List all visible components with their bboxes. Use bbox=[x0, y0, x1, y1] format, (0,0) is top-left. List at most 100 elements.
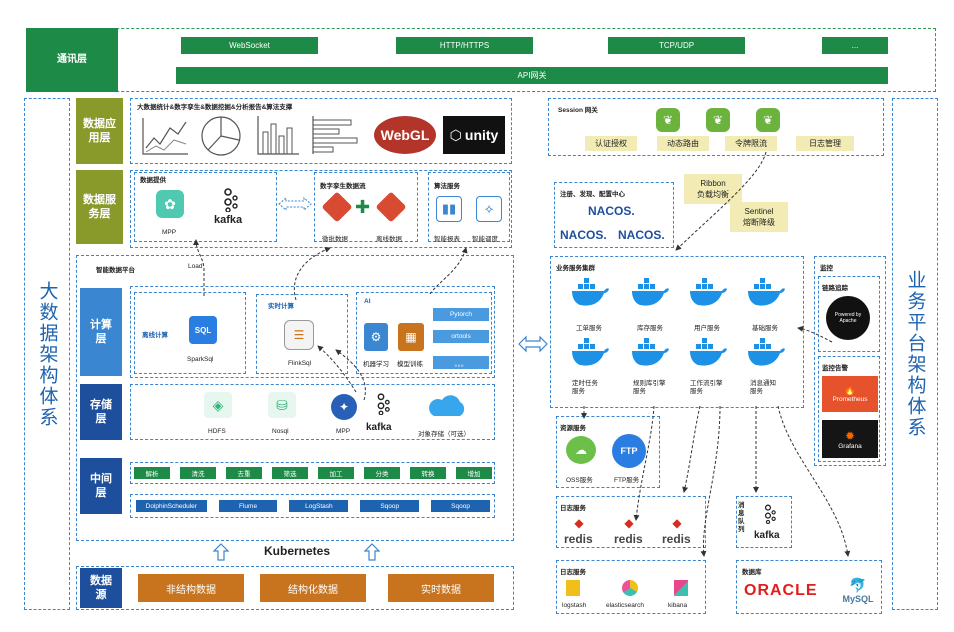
mq-kafka-icon bbox=[764, 504, 776, 524]
sentinel-title: Sentinel bbox=[744, 207, 774, 216]
nacos-logo-2: NACOS. bbox=[560, 228, 607, 242]
redis-label-2: redis bbox=[614, 532, 643, 546]
session-log: 日志管理 bbox=[796, 136, 854, 151]
storage-item-kafka: kafka bbox=[366, 422, 392, 433]
spring-icon: ❦ bbox=[756, 108, 780, 132]
middleware-tools-box bbox=[130, 494, 495, 518]
registry-box bbox=[554, 182, 674, 248]
ribbon-title: Ribbon bbox=[700, 179, 726, 188]
mq-title: 消息队列 bbox=[738, 502, 745, 533]
tool-chip: DolphinScheduler bbox=[136, 500, 207, 512]
ai-lib-pytorch: Pytorch bbox=[433, 308, 489, 321]
model-train-icon: ▦ bbox=[398, 323, 424, 351]
twin-item-1: 微批数据 bbox=[322, 236, 348, 243]
left-title: 大数据架构体系 bbox=[36, 280, 58, 428]
ml-icon: ⚙ bbox=[364, 323, 388, 351]
resource-oss: OSS服务 bbox=[566, 477, 593, 484]
elk-elasticsearch: elasticsearch bbox=[606, 602, 644, 609]
offline-box bbox=[134, 292, 246, 374]
grafana-logo: ✹ Grafana bbox=[822, 420, 878, 458]
up-arrow-icon bbox=[364, 543, 380, 561]
storage-item-object: 对象存储（可选） bbox=[418, 431, 470, 438]
cloud-icon bbox=[426, 394, 468, 418]
elasticsearch-icon bbox=[622, 580, 638, 596]
ai-lib-ortools: ortools bbox=[433, 330, 489, 343]
load-label: Load bbox=[188, 263, 203, 270]
prometheus-logo: 🔥 Prometheus bbox=[822, 376, 878, 412]
data-service-label: 数据服务层 bbox=[76, 170, 123, 244]
datasource-box bbox=[76, 566, 514, 610]
op-chip: 去重 bbox=[226, 467, 262, 479]
middleware-label: 中间层 bbox=[80, 458, 122, 514]
middleware-tools-row: DolphinScheduler Flume LogStash Sqoop Sq… bbox=[136, 500, 490, 512]
docker-icon bbox=[690, 278, 727, 306]
protocol-http: HTTP/HTTPS bbox=[396, 37, 533, 54]
ribbon-desc: 负载均衡 bbox=[697, 190, 729, 199]
flinksql-label: FlinkSql bbox=[288, 360, 312, 367]
twin-item-2: 离线数据 bbox=[376, 236, 402, 243]
algo-item-1: 智能报表 bbox=[434, 236, 460, 243]
op-chip: 清洗 bbox=[180, 467, 216, 479]
unity-logo-text: unity bbox=[464, 127, 499, 143]
svc-row2-3: 消息通知服务 bbox=[750, 380, 776, 395]
tool-chip: Sqoop bbox=[431, 500, 490, 512]
data-app-box bbox=[130, 98, 512, 164]
kafka-icon bbox=[224, 188, 238, 212]
ftp-icon-text: FTP bbox=[620, 446, 638, 456]
storage-mpp-icon: ✦ bbox=[331, 394, 357, 420]
line-chart-icon bbox=[142, 118, 188, 155]
datasource-structured: 结构化数据 bbox=[260, 574, 366, 602]
mysql-logo: 🐬 MySQL bbox=[842, 576, 874, 604]
ai-box bbox=[356, 292, 492, 374]
svc-row1-1: 库存服务 bbox=[637, 325, 663, 332]
comm-layer-label: 通讯层 bbox=[26, 28, 118, 92]
middleware-ops-box bbox=[130, 462, 495, 484]
svc-row2-1: 规则库引擎服务 bbox=[633, 380, 666, 395]
kibana-icon bbox=[674, 580, 688, 596]
mysql-text: MySQL bbox=[842, 593, 874, 604]
monitor-title: 监控 bbox=[820, 265, 833, 272]
docker-icon bbox=[748, 278, 785, 306]
bidirectional-arrow-icon bbox=[518, 335, 548, 353]
storage-kafka-icon bbox=[377, 393, 390, 415]
storage-item-hdfs: HDFS bbox=[208, 428, 226, 435]
bar-chart-icon bbox=[257, 116, 299, 155]
ribbon-box: Ribbon 负载均衡 bbox=[684, 174, 742, 204]
mq-kafka-label: kafka bbox=[754, 530, 780, 541]
resource-title: 资源服务 bbox=[560, 425, 586, 432]
unity-cube-icon: ⬡ bbox=[449, 126, 462, 143]
algo-item-2: 智能调度 bbox=[472, 236, 498, 243]
redis-icon: ◆ bbox=[672, 516, 682, 530]
api-gateway: API网关 bbox=[176, 67, 888, 84]
redis-icon: ◆ bbox=[624, 516, 634, 530]
smart-report-icon: ▮▮ bbox=[436, 196, 462, 222]
registry-title: 注册、发现、配置中心 bbox=[560, 191, 625, 198]
offline-title: 离线计算 bbox=[142, 332, 168, 339]
right-title: 业务平台架构体系 bbox=[904, 270, 926, 438]
data-app-label: 数据应用层 bbox=[76, 98, 123, 164]
skywalking-logo: Powered by Apache bbox=[826, 296, 870, 340]
right-title-box: 业务平台架构体系 bbox=[892, 98, 938, 610]
tool-chip: Sqoop bbox=[360, 500, 420, 512]
svc-row2-0: 定时任务服务 bbox=[572, 380, 598, 395]
redis-icon: ◆ bbox=[574, 516, 584, 530]
ai-title: AI bbox=[364, 298, 371, 305]
compute-label: 计算层 bbox=[80, 288, 122, 376]
elk-logstash: logstash bbox=[562, 602, 587, 609]
storage-item-mpp: MPP bbox=[336, 428, 351, 435]
svc-row1-3: 基础服务 bbox=[752, 325, 778, 332]
datasource-realtime: 实时数据 bbox=[388, 574, 494, 602]
protocol-tcp: TCP/UDP bbox=[608, 37, 745, 54]
bidirectional-arrow-icon bbox=[278, 196, 312, 212]
svc-row1-0: 工单服务 bbox=[576, 325, 602, 332]
elk-box bbox=[556, 560, 706, 614]
grafana-text: Grafana bbox=[838, 442, 862, 450]
sentinel-box: Sentinel 熔断降级 bbox=[730, 202, 788, 232]
plus-icon: ✚ bbox=[355, 197, 371, 217]
storage-item-nosql: Nosql bbox=[272, 428, 289, 435]
ftp-icon: FTP bbox=[612, 434, 646, 468]
svc-row2-2: 工作流引擎服务 bbox=[690, 380, 723, 395]
db-box bbox=[736, 560, 882, 614]
skywalking-text: Powered by Apache bbox=[834, 312, 862, 324]
storage-box bbox=[130, 384, 495, 440]
